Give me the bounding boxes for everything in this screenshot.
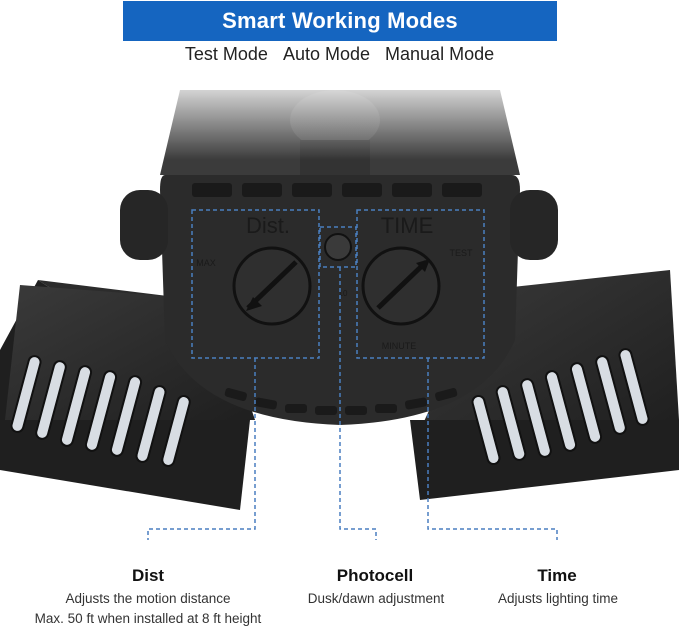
modes-row: Test Mode Auto Mode Manual Mode bbox=[0, 44, 679, 65]
photocell-dashed-outline bbox=[319, 226, 357, 268]
dist-callout-desc: Adjusts the motion distance Max. 50 ft w… bbox=[5, 589, 291, 629]
photocell-desc-line-1: Dusk/dawn adjustment bbox=[307, 591, 445, 606]
time-callout-desc: Adjusts lighting time bbox=[472, 589, 644, 609]
page-title: Smart Working Modes bbox=[222, 8, 458, 33]
left-led-slots bbox=[10, 355, 191, 467]
dist-desc-line-1: Adjusts the motion distance bbox=[65, 591, 231, 606]
test-label: TEST bbox=[449, 248, 473, 258]
mode-test-label: Test Mode bbox=[184, 44, 268, 64]
dist-desc-line-2: Max. 50 ft when installed at 8 ft height bbox=[34, 611, 262, 626]
ten-label: 10 bbox=[339, 289, 348, 298]
mode-auto-label: Auto Mode bbox=[282, 44, 371, 64]
photocell-callout-desc: Dusk/dawn adjustment bbox=[276, 589, 476, 609]
photocell-callout-title: Photocell bbox=[336, 566, 414, 585]
time-dial bbox=[361, 246, 441, 326]
sensor-housing: Dist. TIME MAX TEST 10 MINUTE bbox=[120, 175, 558, 425]
time-callout-title: Time bbox=[537, 566, 577, 585]
dist-callout-title: Dist bbox=[131, 566, 165, 585]
housing-bottom-vents bbox=[224, 387, 458, 415]
product-illustration: Dist. TIME MAX TEST 10 MINUTE bbox=[0, 70, 679, 540]
title-banner: Smart Working Modes bbox=[123, 1, 557, 41]
max-label: MAX bbox=[196, 258, 216, 268]
time-desc-line-1: Adjusts lighting time bbox=[497, 591, 619, 606]
minute-label: MINUTE bbox=[382, 341, 417, 351]
callout-leaders bbox=[147, 267, 558, 540]
dist-label: Dist. bbox=[246, 213, 290, 238]
photocell-sensor bbox=[324, 233, 352, 261]
dist-dial bbox=[232, 246, 312, 326]
right-led-slots bbox=[471, 348, 650, 466]
mode-manual-label: Manual Mode bbox=[385, 44, 495, 64]
time-label: TIME bbox=[381, 213, 434, 238]
time-dashed-outline bbox=[356, 209, 485, 359]
housing-vent-slots bbox=[192, 183, 482, 197]
